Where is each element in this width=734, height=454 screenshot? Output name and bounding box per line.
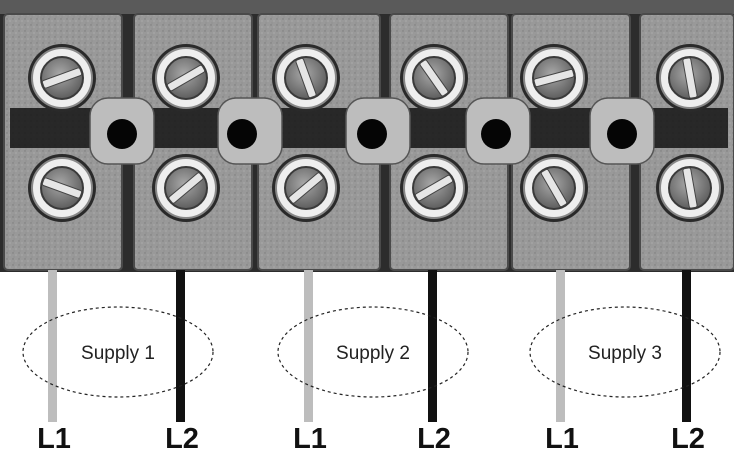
bridge-holes xyxy=(107,119,637,149)
top-strip xyxy=(0,0,734,14)
l1-wire xyxy=(556,270,565,422)
terminal-screw xyxy=(520,154,588,222)
supply-wires xyxy=(48,270,691,422)
supply-label: Supply 1 xyxy=(81,343,155,364)
terminal-screw xyxy=(656,44,724,112)
l1-label: L1 xyxy=(545,423,579,454)
screw-slot xyxy=(682,57,698,99)
terminal-screw xyxy=(152,44,220,112)
l2-label: L2 xyxy=(165,423,199,454)
screw-slot xyxy=(540,168,568,208)
supply-label: Supply 2 xyxy=(336,343,410,364)
line-labels: L1 L2 L1 L2 L1 L2 xyxy=(37,423,705,454)
l1-label: L1 xyxy=(37,423,71,454)
screw-slot xyxy=(682,167,698,209)
screw-slot xyxy=(41,177,83,199)
l2-label: L2 xyxy=(671,423,705,454)
screw-slot xyxy=(168,172,204,204)
supply-groups: Supply 1 Supply 2 Supply 3 xyxy=(22,306,721,398)
supply-group: Supply 1 xyxy=(22,306,214,398)
screw-slot xyxy=(419,59,449,97)
l2-label: L2 xyxy=(417,423,451,454)
bridge-hole xyxy=(481,119,511,149)
l2-wire xyxy=(682,270,691,422)
terminal-screw xyxy=(28,154,96,222)
supply-outline xyxy=(277,306,469,398)
screw-slot xyxy=(288,172,324,204)
terminal-screw xyxy=(400,154,468,222)
screw-slot xyxy=(533,68,575,88)
screw-slot xyxy=(414,174,454,202)
terminal-screw xyxy=(152,154,220,222)
terminal-screw xyxy=(400,44,468,112)
terminal-screw xyxy=(272,44,340,112)
l1-wire xyxy=(304,270,313,422)
bridge-hole xyxy=(227,119,257,149)
l2-wire xyxy=(176,270,185,422)
l2-wire xyxy=(428,270,437,422)
l1-label: L1 xyxy=(293,423,327,454)
terminal-screw xyxy=(28,44,96,112)
supply-label: Supply 3 xyxy=(588,343,662,364)
bridge-hole xyxy=(607,119,637,149)
screw-slot xyxy=(166,64,206,92)
terminal-screw xyxy=(520,44,588,112)
bridge-hole xyxy=(357,119,387,149)
supply-group: Supply 3 xyxy=(529,306,721,398)
bridge-hole xyxy=(107,119,137,149)
l1-wire xyxy=(48,270,57,422)
supply-group: Supply 2 xyxy=(277,306,469,398)
screw-slot xyxy=(295,57,317,99)
screw-slot xyxy=(41,67,83,89)
supply-outline xyxy=(22,306,214,398)
terminal-block-photo xyxy=(0,0,734,272)
terminal-waist xyxy=(646,108,728,148)
terminal-screws xyxy=(28,44,724,222)
supply-outline xyxy=(529,306,721,398)
terminal-screw xyxy=(656,154,724,222)
terminal-screw xyxy=(272,154,340,222)
